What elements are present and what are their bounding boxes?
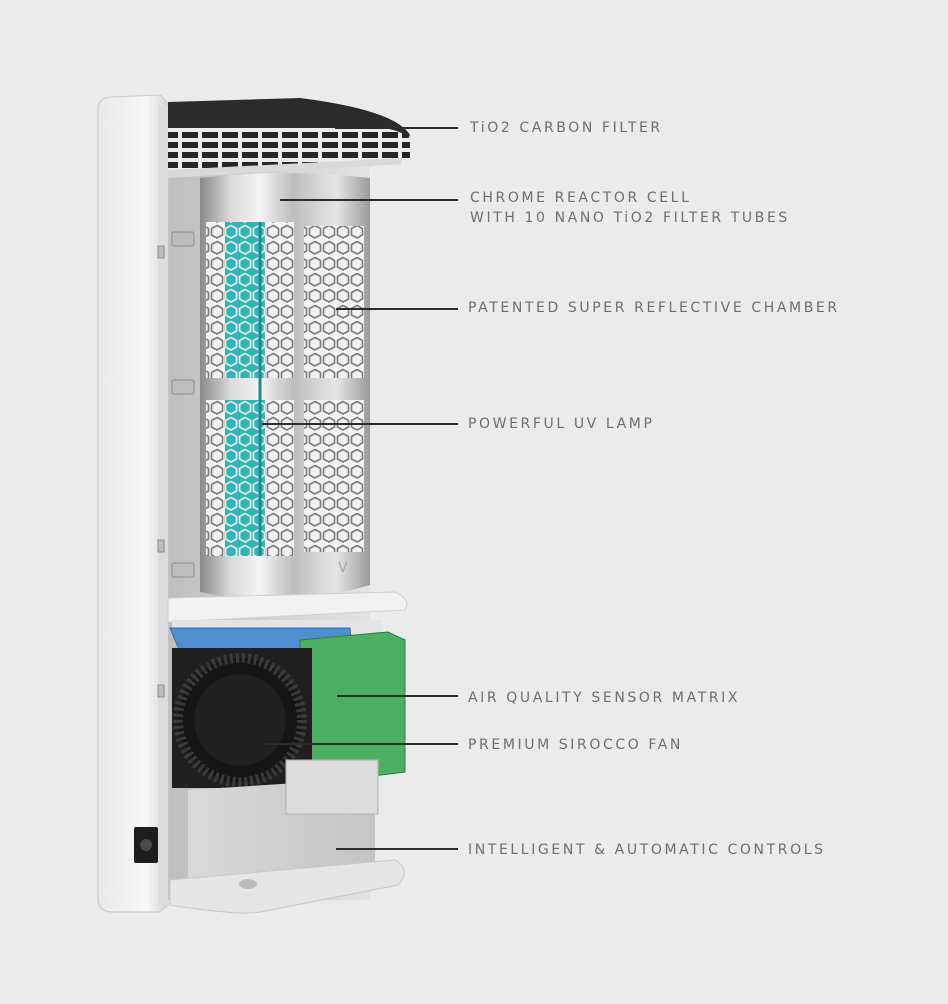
control-box bbox=[169, 759, 405, 914]
carbon-filter-part bbox=[168, 98, 410, 178]
power-port bbox=[134, 827, 158, 863]
callout-sirocco-fan: PREMIUM SIROCCO FAN bbox=[468, 737, 684, 753]
callout-carbon-filter: TiO2 CARBON FILTER bbox=[470, 120, 663, 136]
svg-text:V: V bbox=[338, 560, 348, 576]
leader-lines bbox=[262, 127, 458, 850]
callout-controls: INTELLIGENT & AUTOMATIC CONTROLS bbox=[468, 842, 826, 858]
callout-reactor-cell: CHROME REACTOR CELL WITH 10 NANO TiO2 FI… bbox=[470, 190, 790, 226]
callout-uv-lamp: POWERFUL UV LAMP bbox=[468, 416, 655, 432]
reactor-cylinder: V bbox=[200, 173, 370, 600]
side-panel bbox=[97, 94, 169, 913]
callout-sensor-matrix: AIR QUALITY SENSOR MATRIX bbox=[468, 690, 741, 706]
callout-reflective-chamber: PATENTED SUPER REFLECTIVE CHAMBER bbox=[468, 300, 840, 316]
panel-clips bbox=[157, 231, 195, 698]
base-plate bbox=[167, 591, 408, 623]
